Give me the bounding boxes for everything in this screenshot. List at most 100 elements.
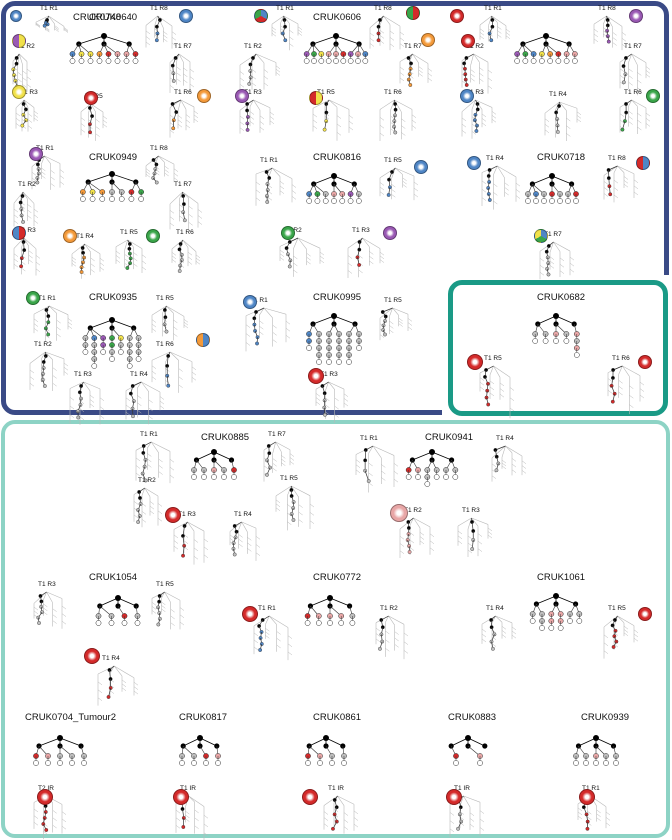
- patient-label: CRUK0883: [448, 712, 497, 723]
- region-node: [181, 825, 186, 829]
- tree-edge: [78, 35, 105, 45]
- region-edge: [169, 466, 175, 471]
- tree-edge: [213, 451, 232, 461]
- clone-pie-chart: [84, 91, 98, 105]
- region-edge: [159, 396, 165, 400]
- region-edge: [336, 123, 342, 128]
- clone-node: [69, 58, 76, 64]
- region-edge: [645, 118, 651, 122]
- region-label: T1 R1: [250, 297, 268, 304]
- region-edge: [385, 615, 389, 623]
- region-edge: [637, 79, 642, 84]
- region-node: [456, 826, 460, 831]
- region-edge: [358, 255, 363, 259]
- region-edge: [179, 204, 184, 208]
- region-edge: [418, 66, 423, 70]
- region-edge: [253, 632, 259, 637]
- region-edge: [13, 258, 19, 263]
- region-edge: [157, 518, 163, 522]
- region-edge: [177, 119, 183, 123]
- region-edge: [375, 633, 381, 637]
- region-edge: [259, 325, 264, 330]
- region-edge: [369, 15, 384, 29]
- region-edge: [544, 118, 550, 122]
- region-edge: [175, 817, 181, 821]
- clone-node: [573, 352, 580, 358]
- tree-edge: [595, 737, 614, 747]
- region-edge: [334, 414, 339, 418]
- region-edge: [613, 187, 619, 191]
- region-edge: [175, 825, 181, 829]
- region-edge: [499, 393, 505, 398]
- clone-node: [80, 196, 86, 202]
- region-node: [245, 128, 250, 132]
- region-edge: [141, 503, 147, 507]
- region-edge: [501, 634, 507, 638]
- region-edge: [596, 813, 601, 818]
- region-edge: [239, 53, 257, 66]
- clone-pie-chart: [242, 606, 258, 622]
- region-edge: [511, 634, 517, 639]
- region-edge: [178, 53, 184, 63]
- region-edge: [418, 69, 423, 74]
- region-edge: [276, 637, 281, 642]
- region-edge: [623, 180, 629, 184]
- tree-edge: [312, 35, 337, 45]
- region-edge: [297, 237, 307, 250]
- region-edge: [29, 376, 35, 380]
- region-edge: [247, 548, 252, 552]
- region-label: T1 R4: [102, 655, 120, 662]
- tree-edge: [532, 175, 553, 185]
- region-node: [357, 263, 362, 267]
- region-node: [472, 118, 477, 123]
- region-edge: [576, 118, 582, 123]
- region-edge: [272, 441, 276, 454]
- region-edge: [505, 32, 511, 36]
- region-edge: [287, 504, 292, 508]
- region-edge: [28, 250, 33, 254]
- region-label: T1 R4: [549, 91, 567, 98]
- region-node: [79, 270, 84, 274]
- clone-pie-chart: [235, 89, 249, 103]
- region-edge: [481, 615, 496, 625]
- region-edge: [379, 125, 385, 129]
- region-edge: [178, 384, 183, 388]
- region-label: T1 R3: [18, 227, 36, 234]
- clone-node: [563, 58, 570, 64]
- region-edge: [511, 630, 517, 635]
- region-edge: [169, 210, 175, 214]
- region-edge: [67, 318, 73, 322]
- region-edge: [151, 365, 157, 369]
- clone-node: [105, 58, 112, 64]
- clone-node: [424, 481, 431, 487]
- region-edge: [125, 397, 131, 402]
- region-edge: [114, 665, 135, 679]
- clone-node: [135, 356, 142, 362]
- region-edge: [409, 539, 415, 544]
- region-edge: [470, 53, 474, 66]
- region-edge: [137, 381, 142, 389]
- region-edge: [481, 180, 487, 185]
- region-edge: [88, 119, 93, 123]
- region-edge: [52, 817, 57, 821]
- region-edge: [487, 527, 493, 532]
- region-edge: [69, 397, 75, 401]
- region-edge: [84, 243, 91, 253]
- clone-node: [126, 363, 133, 369]
- region-edge: [395, 167, 403, 175]
- region-edge: [245, 324, 251, 328]
- region-edge: [628, 110, 633, 115]
- region-edge: [176, 78, 181, 82]
- region-edge: [169, 351, 193, 362]
- region-edge: [336, 115, 342, 119]
- region-edge: [368, 445, 374, 454]
- patient-label: CRUK0606: [313, 12, 362, 23]
- region-edge: [395, 167, 415, 177]
- clone-node: [549, 198, 555, 204]
- clone-node: [555, 58, 562, 64]
- region-edge: [501, 465, 507, 470]
- region-edge: [197, 221, 203, 225]
- region-edge: [133, 252, 138, 256]
- region-edge: [263, 82, 269, 87]
- region-edge: [269, 116, 275, 120]
